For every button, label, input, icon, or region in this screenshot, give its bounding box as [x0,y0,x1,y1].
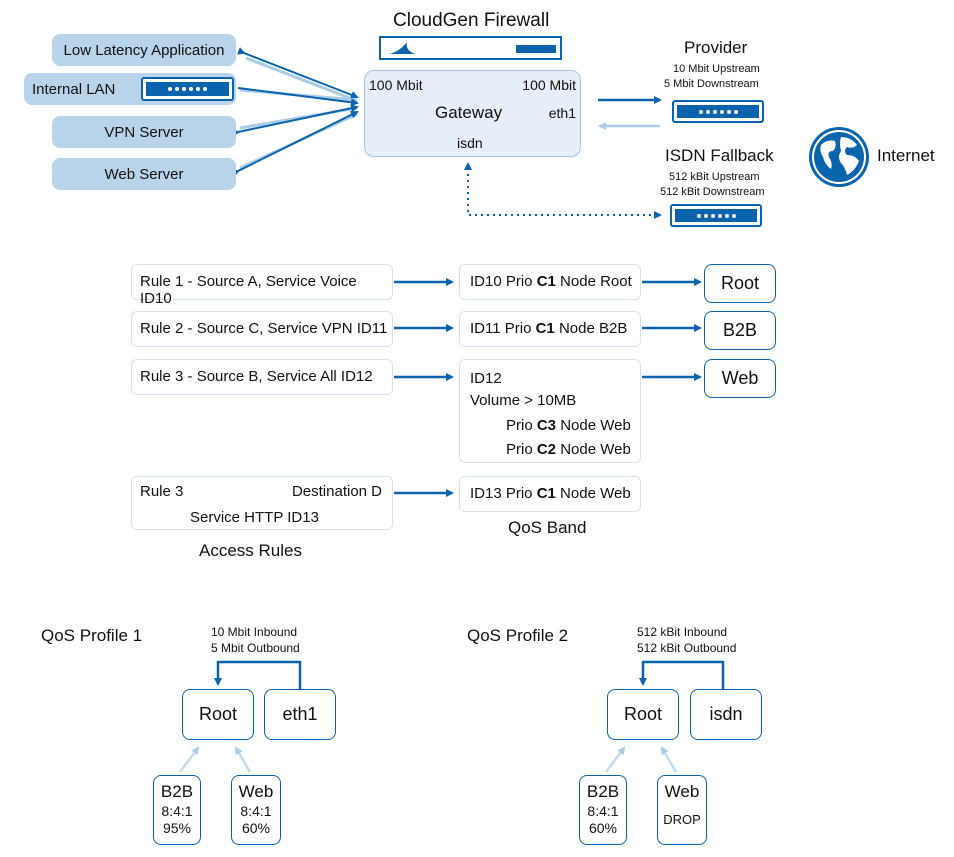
gateway-box: 100 Mbit 100 Mbit Gateway eth1 isdn [364,70,581,157]
band-id11-prio: C1 [535,320,555,337]
client-web-server: Web Server [52,158,236,190]
profile-2-port-node: isdn [690,689,762,740]
access-rule-3: Rule 3 - Source B, Service All ID12 [131,359,393,395]
band-id12-id: ID12 [470,370,502,387]
isdn-dotted-link [467,168,662,219]
qos-band-id12: ID12 Volume > 10MB Prio C3 Node Web Prio… [459,359,641,463]
access-rule-2-label: Rule 2 - Source C, Service VPN ID11 [140,320,388,337]
profile-2-web-name: Web [664,782,700,801]
profile-1-b2b-node: B2B 8:4:1 95% [153,775,201,845]
profile-1-web-name: Web [238,782,274,801]
isdn-downstream: 512 kBit Downstream [660,186,765,198]
profile-1-web-pct: 60% [241,820,271,836]
globe-icon [807,125,871,189]
firewall-appliance-icon [379,36,562,60]
profile-2-root-node: Root [607,689,679,740]
profile-1-inbound: 10 Mbit Inbound [211,625,298,639]
band-id10-prefix: ID10 Prio [470,273,537,290]
qos-profile-1-title: QoS Profile 1 [41,626,143,645]
profile-1-b2b-name: B2B [160,782,194,801]
qos-band-id11: ID11 Prio C1 Node B2B [459,311,641,347]
isdn-router-icon [670,204,762,227]
band-id12-c3-prefix: Prio [506,417,537,434]
qos-band-id13: ID13 Prio C1 Node Web [459,476,641,512]
client-links [230,47,359,178]
firewall-title: CloudGen Firewall [393,10,550,31]
access-rule-3-label: Rule 3 - Source B, Service All ID12 [140,368,373,385]
band-id13-node: Node Web [555,485,631,502]
band-id10-prio: C1 [536,273,556,290]
band-id11-node: Node B2B [554,320,628,337]
profile-1-b2b-ratio: 8:4:1 [161,803,193,819]
band-id12-volume: Volume > 10MB [470,392,577,409]
band-id12-c2-node: Node Web [556,441,631,458]
qos-band-caption: QoS Band [508,518,587,537]
gateway-right-speed: 100 Mbit [522,77,576,93]
gateway-name: Gateway [435,103,503,122]
qos-band-id10: ID10 Prio C1 Node Root [459,264,641,300]
access-rule-4: Rule 3 Destination D Service HTTP ID13 [131,476,393,530]
access-rule-4-destination: Destination D [291,483,382,500]
band-id12-c2-prefix: Prio [506,441,537,458]
isdn-upstream: 512 kBit Upstream [669,171,760,183]
provider-upstream: 10 Mbit Upstream [673,63,760,75]
target-node-web: Web [704,359,776,398]
target-node-b2b: B2B [704,311,776,350]
qos-profile-2-title: QoS Profile 2 [467,626,569,645]
profile-2-b2b-node: B2B 8:4:1 60% [579,775,627,845]
provider-router-icon [672,100,764,123]
profile-2-inbound: 512 kBit Inbound [637,625,728,639]
profile-1-port-node: eth1 [264,689,336,740]
gateway-left-speed: 100 Mbit [369,77,423,93]
internal-lan-switch-icon [141,77,234,101]
profile-2-web-node: Web DROP [657,775,707,845]
band-id10-node: Node Root [555,273,632,290]
profile-1-web-node: Web 8:4:1 60% [231,775,281,845]
internet-label: Internet [877,146,935,165]
band-id12-c3-node: Node Web [556,417,631,434]
isdn-title: ISDN Fallback [665,146,774,165]
access-rule-1: Rule 1 - Source A, Service Voice ID10 [131,264,393,307]
band-id12-prio-c3: Prio C3 Node Web [506,417,631,434]
gateway-port-isdn: isdn [457,135,483,151]
access-rule-2: Rule 2 - Source C, Service VPN ID11 [131,311,393,347]
access-rule-4-service: Service HTTP ID13 [190,509,319,526]
client-low-latency-application: Low Latency Application [52,34,236,66]
profile-2-b2b-name: B2B [586,782,620,801]
profile-1-root-node: Root [182,689,254,740]
band-id12-prio-c2: Prio C2 Node Web [506,441,631,458]
access-rule-1-label: Rule 1 - Source A, Service Voice ID10 [140,273,357,307]
profile-1-b2b-pct: 95% [162,820,192,836]
profile-1-web-ratio: 8:4:1 [240,803,272,819]
band-id12-c2-prio: C2 [536,441,557,458]
band-id13-prio: C1 [536,485,556,502]
band-id12-c3-prio: C3 [536,417,557,434]
target-node-root: Root [704,264,776,303]
profile-1-outbound: 5 Mbit Outbound [211,641,300,655]
gateway-port-eth1: eth1 [548,105,576,121]
provider-downstream: 5 Mbit Downstream [664,78,759,90]
client-vpn-server: VPN Server [52,116,236,148]
profile-2-b2b-ratio: 8:4:1 [587,803,619,819]
band-id11-prefix: ID11 Prio [470,320,536,337]
profile-2-web-action: DROP [663,812,701,827]
internal-lan-label: Internal LAN [32,80,116,98]
access-rule-4-name: Rule 3 [140,483,184,500]
access-rules-caption: Access Rules [199,541,302,560]
provider-title: Provider [684,38,748,57]
band-id13-prefix: ID13 Prio [470,485,537,502]
profile-2-outbound: 512 kBit Outbound [637,641,737,655]
profile-2-b2b-pct: 60% [588,820,618,836]
